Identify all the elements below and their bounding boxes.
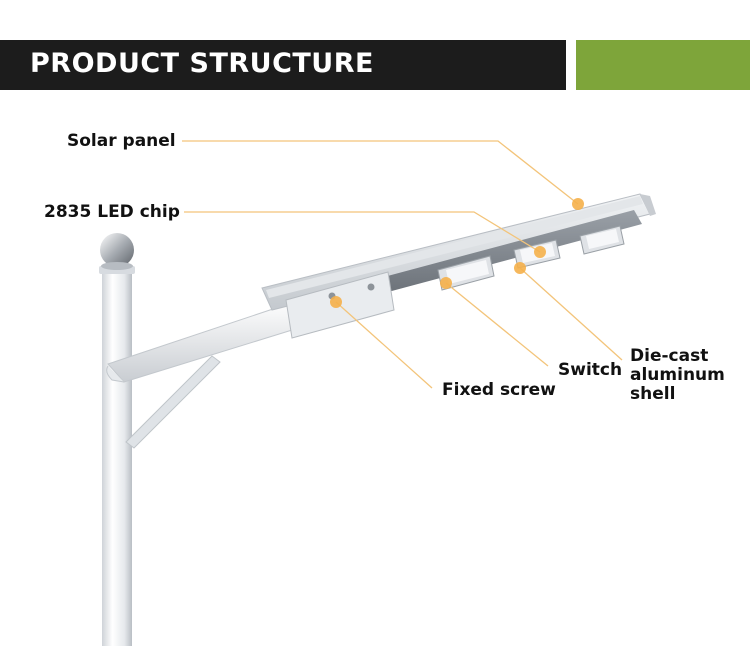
leader-shell bbox=[519, 267, 623, 361]
label-fixed-screw: Fixed screw bbox=[442, 380, 556, 400]
pole-cap-ball bbox=[100, 233, 134, 267]
light-head bbox=[261, 193, 656, 339]
leader-switch bbox=[445, 282, 549, 367]
dot-shell bbox=[514, 262, 526, 274]
leader-fixed-screw bbox=[335, 301, 433, 389]
leader-lines bbox=[182, 140, 623, 389]
label-shell-line1: Die-cast bbox=[630, 346, 709, 366]
page-title: PRODUCT STRUCTURE bbox=[30, 48, 374, 79]
dot-led-chip bbox=[534, 246, 546, 258]
header-accent-block bbox=[576, 40, 750, 90]
label-die-cast-shell: Die-cast aluminum shell bbox=[630, 347, 725, 404]
leader-dots bbox=[330, 198, 584, 308]
dot-fixed-screw bbox=[330, 296, 342, 308]
dot-switch bbox=[440, 277, 452, 289]
label-shell-line2: aluminum bbox=[630, 365, 725, 385]
screw-hole-right bbox=[367, 283, 375, 291]
leader-solar-panel bbox=[182, 140, 579, 205]
arm-brace bbox=[125, 355, 221, 449]
header-bar: PRODUCT STRUCTURE bbox=[0, 40, 566, 90]
pole bbox=[99, 233, 135, 646]
leader-led-chip bbox=[184, 211, 541, 253]
label-shell-line3: shell bbox=[630, 384, 676, 404]
label-led-chip: 2835 LED chip bbox=[44, 202, 180, 222]
arm bbox=[106, 299, 319, 449]
label-switch: Switch bbox=[558, 360, 623, 380]
led-module-3 bbox=[579, 225, 625, 255]
label-solar-panel: Solar panel bbox=[67, 131, 176, 151]
dot-solar-panel bbox=[572, 198, 584, 210]
